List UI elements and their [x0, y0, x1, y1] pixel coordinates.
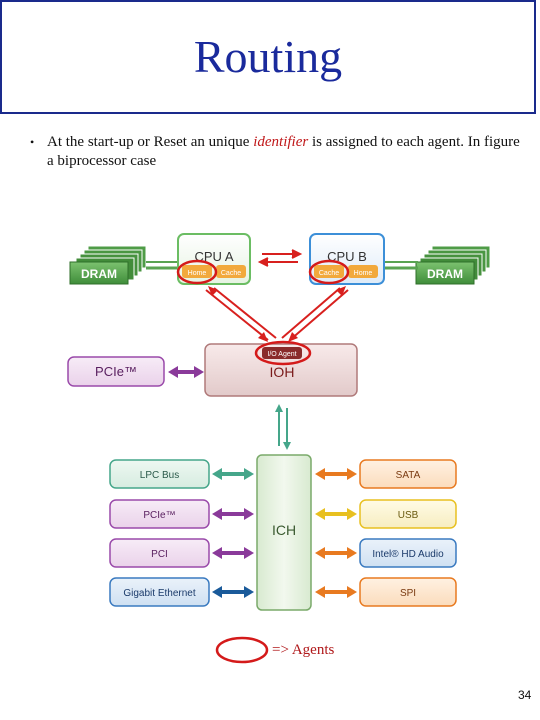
- pcie-bottom-label: PCIe™: [143, 510, 175, 521]
- hd-audio-link: [315, 547, 357, 559]
- gigabit-ethernet-block: Gigabit Ethernet: [109, 577, 210, 607]
- cpu-a-home: Home: [188, 270, 207, 277]
- sata-block: SATA: [359, 459, 457, 489]
- cpu-b-title: CPU B: [327, 249, 367, 264]
- ioh-label: IOH: [270, 364, 295, 380]
- spi-block: SPI: [359, 577, 457, 607]
- spi-link: [315, 586, 357, 598]
- hd-audio-label: Intel® HD Audio: [372, 549, 444, 560]
- ioh-ich-link: [275, 404, 291, 450]
- cpu-a-cache: Cache: [221, 270, 241, 277]
- gigabit-ethernet-label: Gigabit Ethernet: [123, 588, 195, 599]
- agent-ring-cpu-a-home: [176, 259, 218, 285]
- slide-title: Routing: [193, 31, 343, 82]
- cpu-b-cache: Cache: [319, 270, 339, 277]
- bullet-point: • At the start-up or Reset an unique ide…: [30, 133, 530, 171]
- spi-label: SPI: [400, 588, 416, 599]
- cpu-a-title: CPU A: [194, 249, 233, 264]
- pcie-bottom-link: [212, 508, 254, 520]
- pcie-ioh-link: [168, 366, 204, 378]
- dram-right-label: DRAM: [427, 267, 463, 281]
- cpu-cpu-link: [257, 249, 303, 267]
- legend-ring: [215, 636, 269, 664]
- usb-block: USB: [359, 499, 457, 529]
- ioh-block: I/O Agent IOH: [204, 343, 358, 397]
- ich-label: ICH: [272, 522, 296, 538]
- lpc-bus-label: LPC Bus: [140, 470, 179, 481]
- bullet-text: At the start-up or Reset an unique ident…: [47, 133, 530, 171]
- bullet-dot: •: [30, 135, 35, 149]
- bullet-text-end: is assigned to each agent. In figure a b…: [47, 134, 520, 169]
- lpc-bus-block: LPC Bus: [109, 459, 210, 489]
- sata-label: SATA: [396, 470, 421, 481]
- dram-left: DRAM: [69, 245, 147, 285]
- cpu-a-block: CPU A Home Cache: [177, 233, 251, 285]
- pci-label: PCI: [151, 549, 168, 560]
- cpu-b-block: CPU B Cache Home: [309, 233, 385, 285]
- cpu-b-home: Home: [354, 270, 373, 277]
- cpu-b-ioh-link: [281, 286, 349, 342]
- bullet-highlight: identifier: [253, 134, 309, 150]
- usb-link: [315, 508, 357, 520]
- sata-link: [315, 468, 357, 480]
- legend-label: => Agents: [272, 642, 335, 658]
- pci-link: [212, 547, 254, 559]
- cpu-a-ioh-link: [205, 286, 277, 342]
- usb-label: USB: [398, 510, 419, 521]
- dram-cpu-links: [146, 261, 418, 270]
- ich-block: ICH: [256, 454, 312, 611]
- pcie-top-block: PCIe™: [67, 356, 165, 387]
- pci-block: PCI: [109, 538, 210, 568]
- agent-ring-io-agent: [254, 340, 312, 366]
- page-number: 34: [518, 688, 532, 702]
- pcie-bottom-block: PCIe™: [109, 499, 210, 529]
- title-box: Routing: [0, 0, 536, 114]
- agent-ring-cpu-b-cache: [308, 259, 350, 285]
- ioh-agent-label: I/O Agent: [267, 351, 296, 358]
- dram-right: DRAM: [415, 245, 491, 285]
- agent-markers: [176, 259, 350, 664]
- hd-audio-block: Intel® HD Audio: [359, 538, 457, 568]
- bullet-text-start: At the start-up or Reset an unique: [47, 134, 254, 150]
- lpc-link: [212, 468, 254, 480]
- dram-left-label: DRAM: [81, 267, 117, 281]
- gigabit-ethernet-link: [212, 586, 254, 598]
- pcie-top-label: PCIe™: [95, 364, 137, 379]
